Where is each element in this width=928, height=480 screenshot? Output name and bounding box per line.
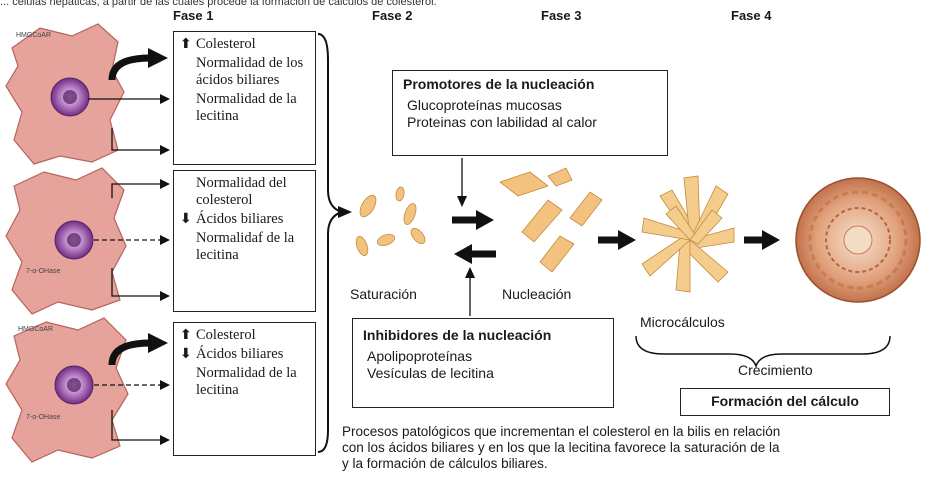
caption-line-3: y la formación de cálculos biliares.: [342, 456, 548, 471]
promoter-item: Proteinas con labilidad al calor: [407, 114, 597, 130]
box1-line-2: Normalidad de los ácidos biliares: [196, 55, 304, 88]
down-arrow-icon: ⬇: [180, 211, 192, 227]
box1-line-1: Colesterol: [196, 36, 256, 52]
promoters-title: Promotores de la nucleación: [403, 76, 595, 92]
inhibitors-box: Inhibidores de la nucleación Apolipoprot…: [352, 318, 614, 408]
caption: Procesos patológicos que incrementan el …: [342, 424, 928, 472]
phase-3-label: Fase 3: [541, 8, 582, 23]
promoter-item: Glucoproteínas mucosas: [407, 97, 562, 113]
saturation-vesicles: [355, 186, 426, 256]
microcalculi-cluster: [641, 175, 735, 293]
box3-line-3: Normalidad de la lecitina: [196, 365, 297, 398]
hmgcoar-label-1: HMGCoAR: [16, 32, 52, 39]
up-arrow-icon: ⬆: [180, 36, 192, 52]
ohase-label-3: 7-α-OHase: [26, 414, 61, 421]
phase1-box-2: Normalidad del colesterol ⬇Ácidos biliar…: [173, 170, 316, 312]
box2-line-2: Ácidos biliares: [196, 211, 284, 227]
phase-1-label: Fase 1: [173, 8, 214, 23]
growth-label: Crecimiento: [738, 362, 813, 378]
phase-2-label: Fase 2: [372, 8, 413, 23]
box2-line-3: Normalidaf de la lecitina: [196, 230, 295, 263]
inhibitors-title: Inhibidores de la nucleación: [363, 327, 552, 343]
top-text-fragment: ... células hepáticas, a partir de las c…: [0, 0, 437, 8]
caption-line-1: Procesos patológicos que incrementan el …: [342, 424, 781, 439]
hmgcoar-label-3: HMGCoAR: [18, 326, 54, 333]
up-arrow-icon: ⬆: [180, 327, 192, 343]
microcalculi-label: Microcálculos: [640, 314, 725, 330]
hepatocyte-3: [5, 317, 129, 463]
saturation-label: Saturación: [350, 286, 417, 302]
promoters-box: Promotores de la nucleación Glucoproteín…: [392, 70, 668, 156]
gallstone: [795, 177, 921, 303]
ohase-label-2: 7-α-OHase: [26, 268, 61, 275]
box2-line-1: Normalidad del colesterol: [196, 175, 287, 208]
caption-line-2: con los ácidos biliares y en los que la …: [342, 440, 780, 455]
hepatocyte-2: [5, 167, 127, 315]
box3-line-2: Ácidos biliares: [196, 346, 284, 362]
inhibitor-item: Vesículas de lecitina: [367, 365, 494, 381]
formation-label: Formación del cálculo: [711, 393, 859, 409]
formation-box: Formación del cálculo: [680, 388, 890, 416]
inhibitor-item: Apolipoproteínas: [367, 348, 473, 364]
box3-line-1: Colesterol: [196, 327, 256, 343]
nucleation-label: Nucleación: [502, 286, 572, 302]
phase1-box-3: ⬆Colesterol ⬇Ácidos biliares Normalidad …: [173, 322, 316, 456]
phase-4-label: Fase 4: [731, 8, 772, 23]
nucleation-crystals: [499, 167, 603, 273]
down-arrow-icon: ⬇: [180, 346, 192, 362]
phase1-box-1: ⬆Colesterol Normalidad de los ácidos bil…: [173, 31, 316, 165]
hepatocyte-1: [5, 23, 125, 165]
box1-line-3: Normalidad de la lecitina: [196, 91, 297, 124]
